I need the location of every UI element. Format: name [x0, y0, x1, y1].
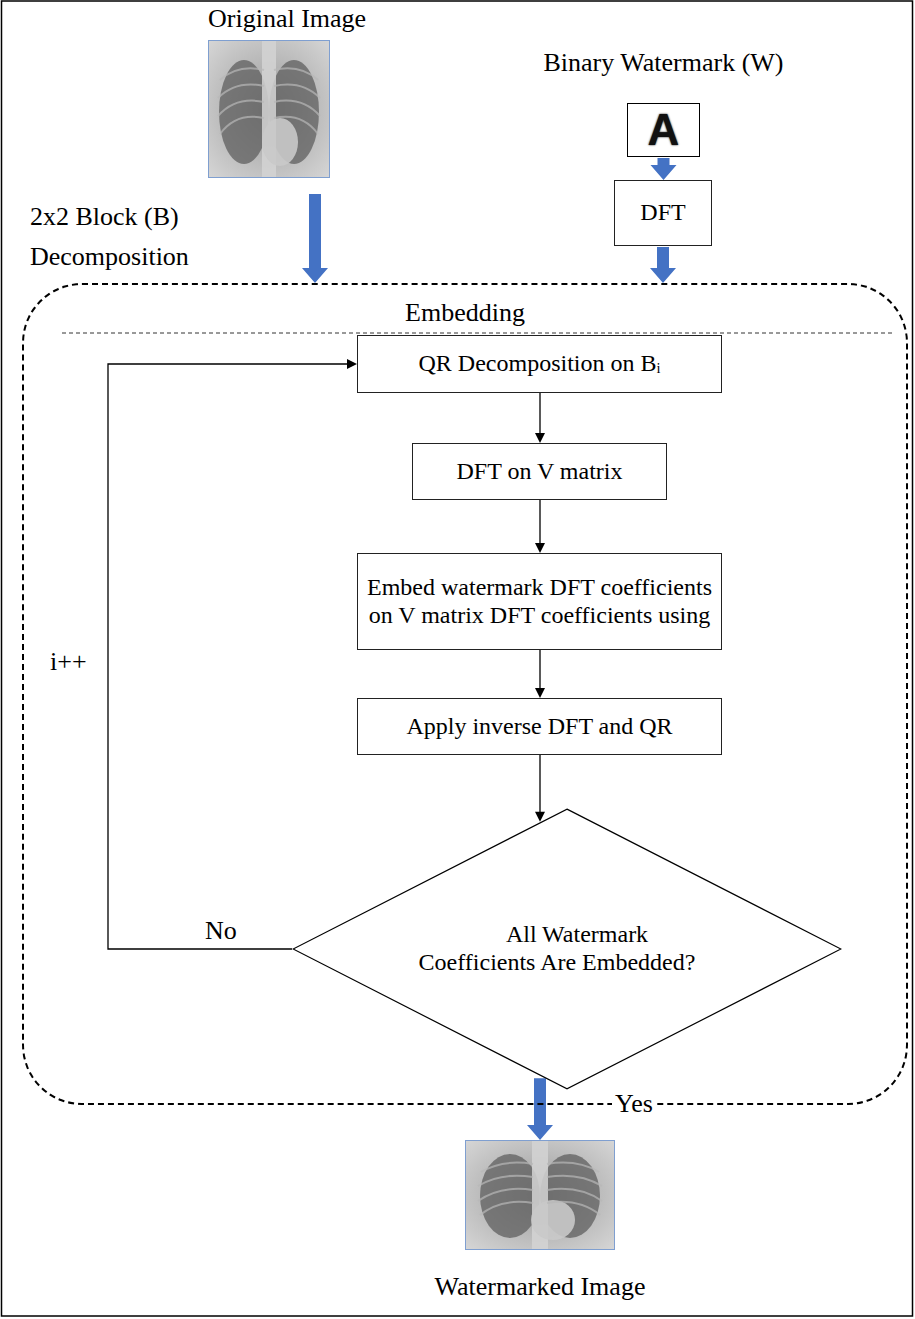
flow-arrow [302, 194, 328, 283]
connector [535, 755, 545, 822]
xray-ground [208, 40, 330, 178]
process-text: Embed watermark DFT coefficients on V ma… [362, 574, 718, 629]
xray-ground [465, 1140, 615, 1250]
separator-line [62, 333, 893, 334]
block-arrow [651, 158, 677, 180]
xray-lung [480, 1154, 540, 1238]
edge-label: Yes [612, 1089, 656, 1119]
arrow-head [347, 359, 357, 369]
xray-lung [219, 60, 269, 164]
xray-rib [547, 1163, 599, 1172]
xray-rib [547, 1176, 602, 1186]
xray-rib [547, 1189, 602, 1201]
embedding-region: Embedding QR Decomposition on Bᵢ DFT on V … [22, 283, 908, 1105]
watermark-glyph: A [648, 108, 680, 152]
xray-rib [478, 1176, 533, 1186]
xray-rib [274, 85, 320, 99]
image-node: Watermarked Image [465, 1140, 615, 1250]
edge-label: 2x2 Block (B) Decomposition [30, 197, 230, 277]
process-text: DFT on V matrix [456, 458, 622, 486]
edge-label: No [205, 916, 237, 946]
process-box: DFT [614, 180, 712, 246]
process-text: Apply inverse DFT and QR [406, 713, 672, 741]
xray-rib [478, 1189, 533, 1201]
flow-arrow [527, 1078, 553, 1140]
loop-counter: i++ [50, 647, 87, 677]
connector [535, 393, 545, 443]
image-node: Original Image [208, 40, 330, 178]
decision-text: All Watermark Coefficients Are Embedded? [407, 921, 707, 976]
flow-arrow [650, 247, 676, 283]
xray-rib [218, 85, 264, 99]
arrow-head [535, 543, 545, 553]
xray-rib [481, 1163, 533, 1172]
picture-border [209, 41, 330, 178]
connector-line [108, 364, 348, 949]
xray-picture [465, 1140, 615, 1250]
process-box: Embed watermark DFT coefficients on V ma… [357, 553, 722, 650]
connector-line [539, 393, 540, 434]
connector-line [539, 650, 540, 689]
xray-rib [274, 117, 318, 134]
block-arrow [302, 194, 328, 283]
xray-rib [547, 1202, 600, 1215]
xray-rib [220, 68, 264, 80]
xray-rib [220, 117, 264, 134]
region-title: Embedding [405, 298, 525, 328]
xray-rib [274, 101, 320, 116]
process-box: QR Decomposition on Bᵢ [357, 335, 722, 393]
xray-heart [262, 118, 298, 166]
connector-line [539, 500, 540, 544]
connector-line [539, 755, 540, 813]
connector [535, 650, 545, 698]
process-box: DFT on V matrix [412, 443, 667, 500]
image-caption: Original Image [208, 4, 366, 34]
block-arrow [527, 1078, 553, 1140]
process-text: DFT [640, 199, 685, 227]
xray-picture [208, 40, 330, 178]
process-box: Apply inverse DFT and QR [357, 698, 722, 755]
xray-heart [531, 1200, 575, 1240]
xray-ribs [478, 1163, 602, 1215]
connector [108, 359, 357, 949]
watermark-heading: Binary Watermark (W) [544, 48, 784, 78]
arrow-head [535, 688, 545, 698]
xray-rib [218, 101, 264, 116]
arrow-head [535, 812, 545, 822]
flow-arrow [651, 158, 677, 180]
xray-rib [480, 1202, 533, 1215]
xray-ribs [218, 68, 320, 134]
picture-border [466, 1141, 615, 1250]
connector [535, 500, 545, 553]
decision-diamond: All Watermark Coefficients Are Embedded? [292, 808, 842, 1090]
arrow-head [535, 433, 545, 443]
block-arrow [650, 247, 676, 283]
diamond-shape [293, 809, 841, 1089]
image-caption: Watermarked Image [435, 1272, 646, 1302]
xray-rib [274, 68, 318, 80]
process-text: QR Decomposition on Bᵢ [419, 350, 661, 378]
watermark-box: Binary Watermark (W)A [627, 103, 700, 157]
